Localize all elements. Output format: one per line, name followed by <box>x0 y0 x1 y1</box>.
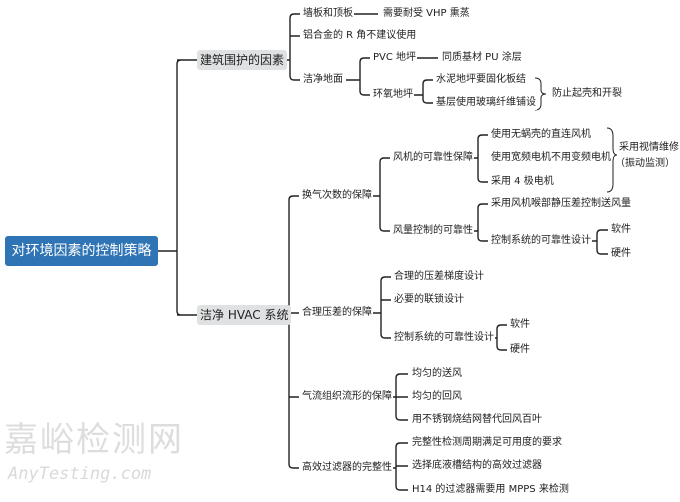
node-building[interactable]: 建筑围护的因素 <box>197 50 288 70</box>
root-node[interactable]: 对环境因素的控制策略 <box>5 236 158 266</box>
node-pressure-item[interactable]: 必要的联锁设计 <box>393 293 465 307</box>
node-airflow[interactable]: 风量控制的可靠性 <box>392 224 474 238</box>
node-floor[interactable]: 洁净地面 <box>302 73 344 87</box>
watermark-logo: 嘉峪检测网 <box>4 420 184 460</box>
node-wall-note[interactable]: 需要耐受 VHP 熏蒸 <box>382 7 471 21</box>
node-airflow-item[interactable]: 采用风机喉部静压差控制送风量 <box>490 197 632 211</box>
node-flow-item[interactable]: 均匀的回风 <box>411 390 463 404</box>
node-software[interactable]: 软件 <box>610 223 632 237</box>
node-pvc[interactable]: PVC 地坪 <box>372 51 418 65</box>
node-fan-summary-sub[interactable]: （振动监测） <box>614 157 676 171</box>
node-pressure-item[interactable]: 合理的压差梯度设计 <box>393 270 485 284</box>
node-flow-item[interactable]: 均匀的送风 <box>411 367 463 381</box>
node-epoxy[interactable]: 环氧地坪 <box>372 88 414 102</box>
node-fan-summary[interactable]: 采用视情维修 <box>618 141 680 155</box>
node-filter-item[interactable]: 完整性检测周期满足可用度的要求 <box>411 436 563 450</box>
watermark-url: AnyTesting.com <box>8 464 152 484</box>
node-fan[interactable]: 风机的可靠性保障 <box>392 151 474 165</box>
node-epoxy-item[interactable]: 基层使用玻璃纤维铺设 <box>435 96 537 110</box>
node-pressure-item[interactable]: 控制系统的可靠性设计 <box>393 331 495 345</box>
node-fan-item[interactable]: 采用 4 极电机 <box>490 175 555 189</box>
node-fan-item[interactable]: 使用宽频电机不用变频电机 <box>490 151 612 165</box>
node-hvac[interactable]: 洁净 HVAC 系统 <box>197 305 292 325</box>
node-software[interactable]: 软件 <box>509 318 531 332</box>
node-wall[interactable]: 墙板和顶板 <box>302 7 354 21</box>
node-pvc-note[interactable]: 同质基材 PU 涂层 <box>441 51 523 65</box>
node-fan-item[interactable]: 使用无蜗壳的直连风机 <box>490 128 592 142</box>
node-filter[interactable]: 高效过滤器的完整性 <box>301 461 393 475</box>
node-hardware[interactable]: 硬件 <box>610 247 632 261</box>
node-epoxy-summary[interactable]: 防止起壳和开裂 <box>551 87 623 101</box>
node-alloy[interactable]: 铝合金的 R 角不建议使用 <box>302 29 418 43</box>
node-airflow-item[interactable]: 控制系统的可靠性设计 <box>490 234 592 248</box>
node-filter-item[interactable]: 选择底液槽结构的高效过滤器 <box>411 459 543 473</box>
node-filter-item[interactable]: H14 的过滤器需要用 MPPS 来检测 <box>411 483 570 497</box>
node-flow-item[interactable]: 用不锈钢烧结网替代回风百叶 <box>411 413 543 427</box>
node-epoxy-item[interactable]: 水泥地坪要固化板结 <box>435 73 527 87</box>
node-pressure[interactable]: 合理压差的保障 <box>301 306 373 320</box>
node-flow[interactable]: 气流组织流形的保障 <box>301 390 393 404</box>
node-air-change[interactable]: 换气次数的保障 <box>301 189 373 203</box>
node-hardware[interactable]: 硬件 <box>509 343 531 357</box>
